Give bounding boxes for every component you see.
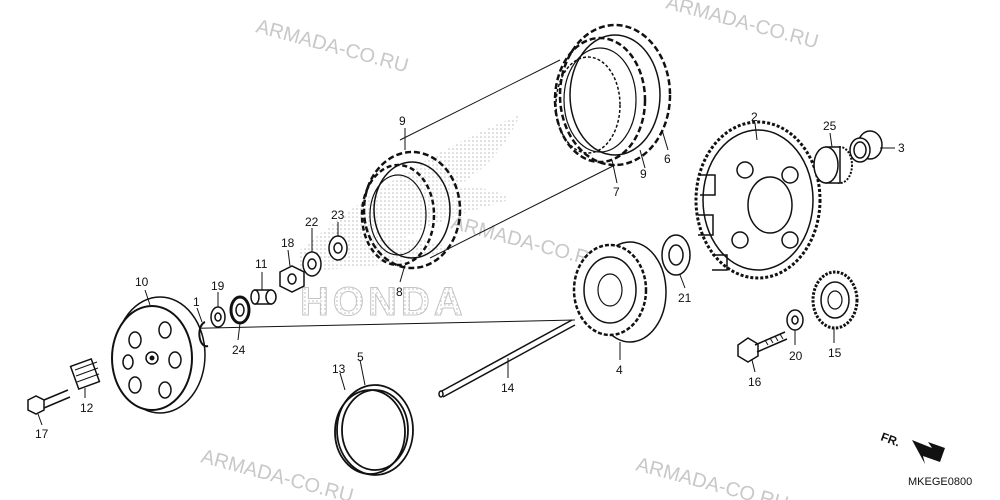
front-arrow-icon — [912, 440, 945, 464]
part-number-callouts: 1 2 3 4 5 6 7 8 9 9 10 11 12 13 14 15 16… — [35, 110, 905, 441]
part-label-14[interactable]: 14 — [501, 381, 515, 395]
part-label-9-right[interactable]: 9 — [640, 167, 647, 181]
lifter-rod — [438, 319, 576, 398]
watermark-bottom-left: ARMADA-CO.RU — [199, 446, 356, 500]
lifter-piece — [250, 289, 277, 305]
pressure-plate — [111, 296, 206, 414]
part-label-19[interactable]: 19 — [211, 279, 225, 293]
thrust-washer — [661, 234, 691, 276]
diagram-code: MKEGE0800 — [908, 476, 972, 488]
part-label-1[interactable]: 1 — [193, 295, 200, 309]
part-label-17[interactable]: 17 — [35, 427, 49, 441]
washer-23 — [328, 235, 348, 261]
part-label-25[interactable]: 25 — [823, 119, 837, 133]
part-label-21[interactable]: 21 — [678, 291, 692, 305]
clutch-outer-housing — [694, 120, 822, 280]
part-label-2[interactable]: 2 — [751, 110, 758, 124]
clutch-plate-stack-top — [553, 23, 672, 167]
release-bearing — [229, 295, 251, 325]
part-label-7[interactable]: 7 — [613, 185, 620, 199]
gasket-rings — [334, 384, 414, 476]
watermark-top-left: ARMADA-CO.RU — [254, 16, 411, 78]
washer-20 — [786, 309, 804, 331]
part-label-16[interactable]: 16 — [748, 375, 762, 389]
bolt-17 — [27, 389, 71, 415]
flange-bolt-16 — [737, 331, 788, 363]
part-label-24[interactable]: 24 — [232, 343, 246, 357]
part-label-23[interactable]: 23 — [331, 208, 345, 222]
part-label-6[interactable]: 6 — [664, 152, 671, 166]
part-label-5[interactable]: 5 — [357, 350, 364, 364]
part-label-9-left[interactable]: 9 — [399, 114, 406, 128]
watermark-top-right: ARMADA-CO.RU — [664, 0, 821, 53]
clutch-spring — [69, 358, 101, 390]
circlip — [198, 321, 209, 348]
clutch-plate-stack-left — [360, 150, 462, 270]
part-label-10[interactable]: 10 — [135, 275, 149, 289]
part-label-4[interactable]: 4 — [616, 363, 623, 377]
part-label-20[interactable]: 20 — [789, 349, 803, 363]
part-label-13[interactable]: 13 — [332, 362, 346, 376]
front-direction-marker: FR. — [879, 430, 945, 464]
lock-nut — [279, 265, 305, 293]
part-label-11[interactable]: 11 — [255, 257, 268, 271]
lock-washer — [302, 251, 322, 277]
clutch-center — [572, 241, 667, 343]
collar — [849, 130, 883, 163]
part-label-3[interactable]: 3 — [898, 141, 905, 155]
front-label: FR. — [879, 430, 902, 450]
part-label-8[interactable]: 8 — [396, 285, 403, 299]
washer-19 — [210, 306, 226, 328]
part-label-22[interactable]: 22 — [305, 215, 319, 229]
honda-wing-logo: HONDA — [300, 115, 520, 325]
honda-logo-text: HONDA — [300, 280, 467, 324]
part-label-18[interactable]: 18 — [281, 236, 295, 250]
part-label-12[interactable]: 12 — [80, 401, 94, 415]
watermark-bottom-right: ARMADA-CO.RU — [634, 454, 791, 500]
part-label-15[interactable]: 15 — [828, 346, 842, 360]
primary-gear — [811, 270, 859, 330]
leader-lines — [37, 122, 895, 426]
needle-bearing — [813, 146, 853, 184]
